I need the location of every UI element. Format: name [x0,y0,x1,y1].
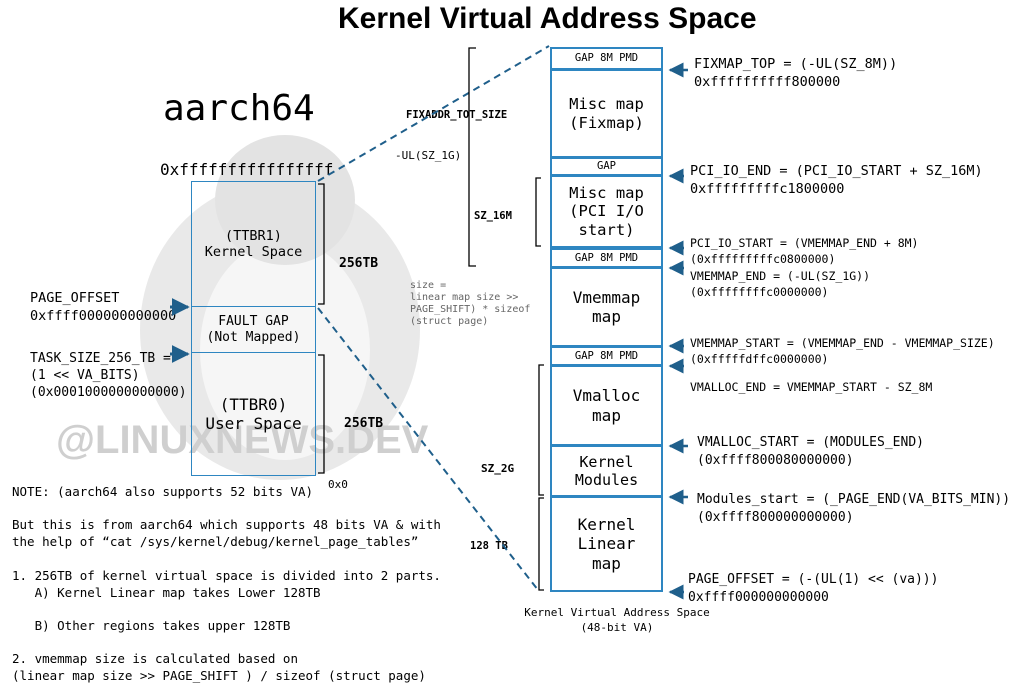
note-line-2: But this is from aarch64 which supports … [12,517,441,532]
sz-16m-label: SZ_16M [474,210,512,222]
vmemmap-size-formula: size = linear map size >> PAGE_SHIFT) * … [410,280,531,327]
fixaddr-brace-icon [468,47,476,267]
gap-8m-pmd-box-3: GAP 8M PMD [550,248,663,268]
sz-128tb-label: 128 TB [470,540,508,552]
kernel-linear-map-box: Kernel Linear map [550,496,663,592]
page-offset-annotation: PAGE_OFFSET = (-(UL(1) << (va))) 0xffff0… [688,572,939,605]
pci-io-end-annotation: PCI_IO_END = (PCI_IO_START + SZ_16M) 0xf… [690,163,983,198]
sz-2g-label: SZ_2G [481,462,515,475]
page-title: Kernel Virtual Address Space [338,2,757,35]
note-line-7: 2. vmemmap size is calculated based on [12,651,298,666]
note-line-1: NOTE: (aarch64 also supports 52 bits VA) [12,484,314,499]
task-size-label: TASK_SIZE_256_TB = (1 << VA_BITS) (0x000… [30,351,187,400]
user-size-label: 256TB [344,416,384,431]
vmemmap-box: Vmemmap map [550,267,663,347]
arch-label: aarch64 [163,88,315,129]
kernel-modules-box: Kernel Modules [550,445,663,497]
sz-16m-brace-icon [535,177,541,247]
sz-128tb-brace-icon [538,497,544,591]
modules-start-annotation: Modules_start = (_PAGE_END(VA_BITS_MIN))… [697,492,1011,525]
vmalloc-box: Vmalloc map [550,365,663,446]
kernel-size-label: 256TB [339,256,379,271]
gap-box-2: GAP [550,157,663,176]
sz-2g-brace-icon [538,364,544,496]
gap-8m-pmd-box-4: GAP 8M PMD [550,346,663,366]
note-line-4: 1. 256TB of kernel virtual space is divi… [12,568,441,583]
fixmap-box: Misc map (Fixmap) [550,69,663,158]
vmalloc-end-annotation: VMALLOC_END = VMEMMAP_START - SZ_8M [690,380,933,394]
vmemmap-start-annotation: VMEMMAP_START = (VMEMMAP_END - VMEMMAP_S… [690,336,995,367]
top-address: 0xffffffffffffffff [160,160,334,179]
kernel-vas-caption: Kernel Virtual Address Space (48-bit VA) [524,606,710,635]
note-line-8: (linear map size >> PAGE_SHIFT ) / sizeo… [12,668,426,683]
gap-8m-pmd-box-1: GAP 8M PMD [550,47,663,70]
fault-gap-box: FAULT GAP (Not Mapped) [191,306,316,353]
vmemmap-end-annotation: VMEMMAP_END = (-UL(SZ_1G)) (0xffffffffc0… [690,269,871,300]
user-space-box: (TTBR0) User Space [191,352,316,476]
note-line-3: the help of “cat /sys/kernel/debug/kerne… [12,534,419,549]
kernel-space-box: (TTBR1) Kernel Space [191,181,316,307]
page-offset-left-label: PAGE_OFFSET 0xffff000000000000 [30,290,177,325]
pci-io-box: Misc map (PCI I/O start) [550,175,663,248]
ul-sz-1g-label: -UL(SZ_1G) [395,149,462,162]
fixmap-top-annotation: FIXMAP_TOP = (-UL(SZ_8M)) 0xffffffffff80… [694,56,898,91]
note-line-5: A) Kernel Linear map takes Lower 128TB [12,585,321,600]
vmalloc-start-annotation: VMALLOC_START = (MODULES_END) (0xffff800… [697,435,924,468]
pci-io-start-annotation: PCI_IO_START = (VMEMMAP_END + 8M) (0xfff… [690,236,919,267]
fixaddr-tot-size-label: FIXADDR_TOT_SIZE [406,109,508,121]
note-line-6: B) Other regions takes upper 128TB [12,618,291,633]
bottom-address: 0x0 [328,478,348,491]
